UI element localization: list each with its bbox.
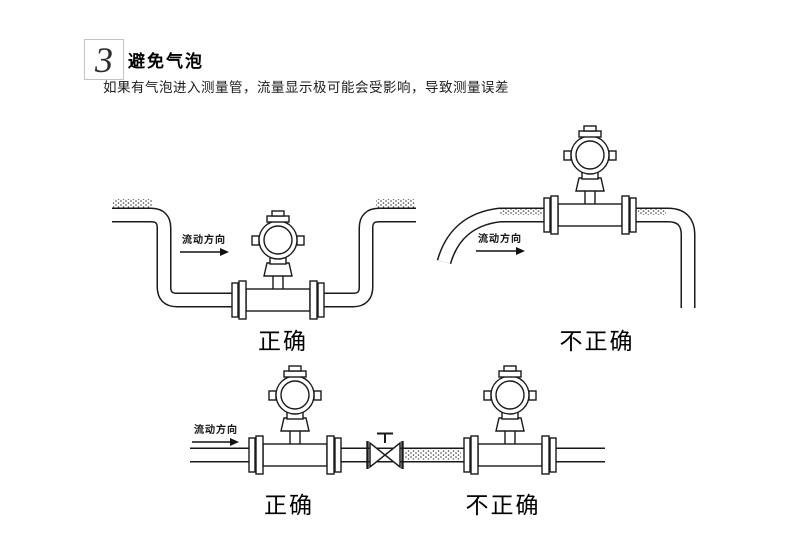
section-description: 如果有气泡进入测量管，流量显示极可能会受影响，导致测量误差 — [103, 80, 509, 95]
air-bubbles — [113, 199, 152, 208]
caption-correct: 正确 — [264, 493, 314, 518]
valve-icon — [366, 432, 404, 469]
arrow-head-icon — [516, 247, 525, 255]
caption-correct: 正确 — [258, 329, 308, 354]
arrow-head-icon — [230, 438, 239, 446]
flow-direction-indicator: 流动方向 — [476, 232, 525, 255]
air-bubbles — [638, 209, 666, 215]
step-number: 3 — [95, 39, 113, 80]
diagram-valve-line: 流动方向 正确 不正确 — [190, 365, 605, 518]
flow-meter-icon — [231, 210, 325, 320]
arrow-head-icon — [220, 248, 229, 256]
flow-direction-label: 流动方向 — [182, 233, 226, 246]
pipe — [436, 207, 696, 308]
section-title: 避免气泡 — [128, 52, 204, 71]
flow-direction-label: 流动方向 — [194, 423, 238, 436]
pipe-bore — [438, 209, 694, 308]
diagram-hump-install: 流动方向 不正确 — [436, 125, 696, 354]
flow-meter-icon — [463, 365, 557, 475]
flow-direction-indicator: 流动方向 — [192, 423, 239, 446]
step-number-box: 3 — [84, 39, 124, 80]
air-bubbles — [500, 209, 542, 215]
air-bubbles — [404, 449, 461, 460]
caption-incorrect: 不正确 — [466, 493, 541, 518]
flow-meter-icon — [248, 365, 342, 475]
air-bubbles — [376, 199, 415, 208]
flow-direction-label: 流动方向 — [478, 232, 522, 245]
caption-incorrect: 不正确 — [560, 329, 635, 354]
flow-meter-icon — [543, 125, 637, 235]
flow-direction-indicator: 流动方向 — [180, 233, 229, 256]
diagram-dip-install: 流动方向 正确 — [112, 199, 416, 354]
